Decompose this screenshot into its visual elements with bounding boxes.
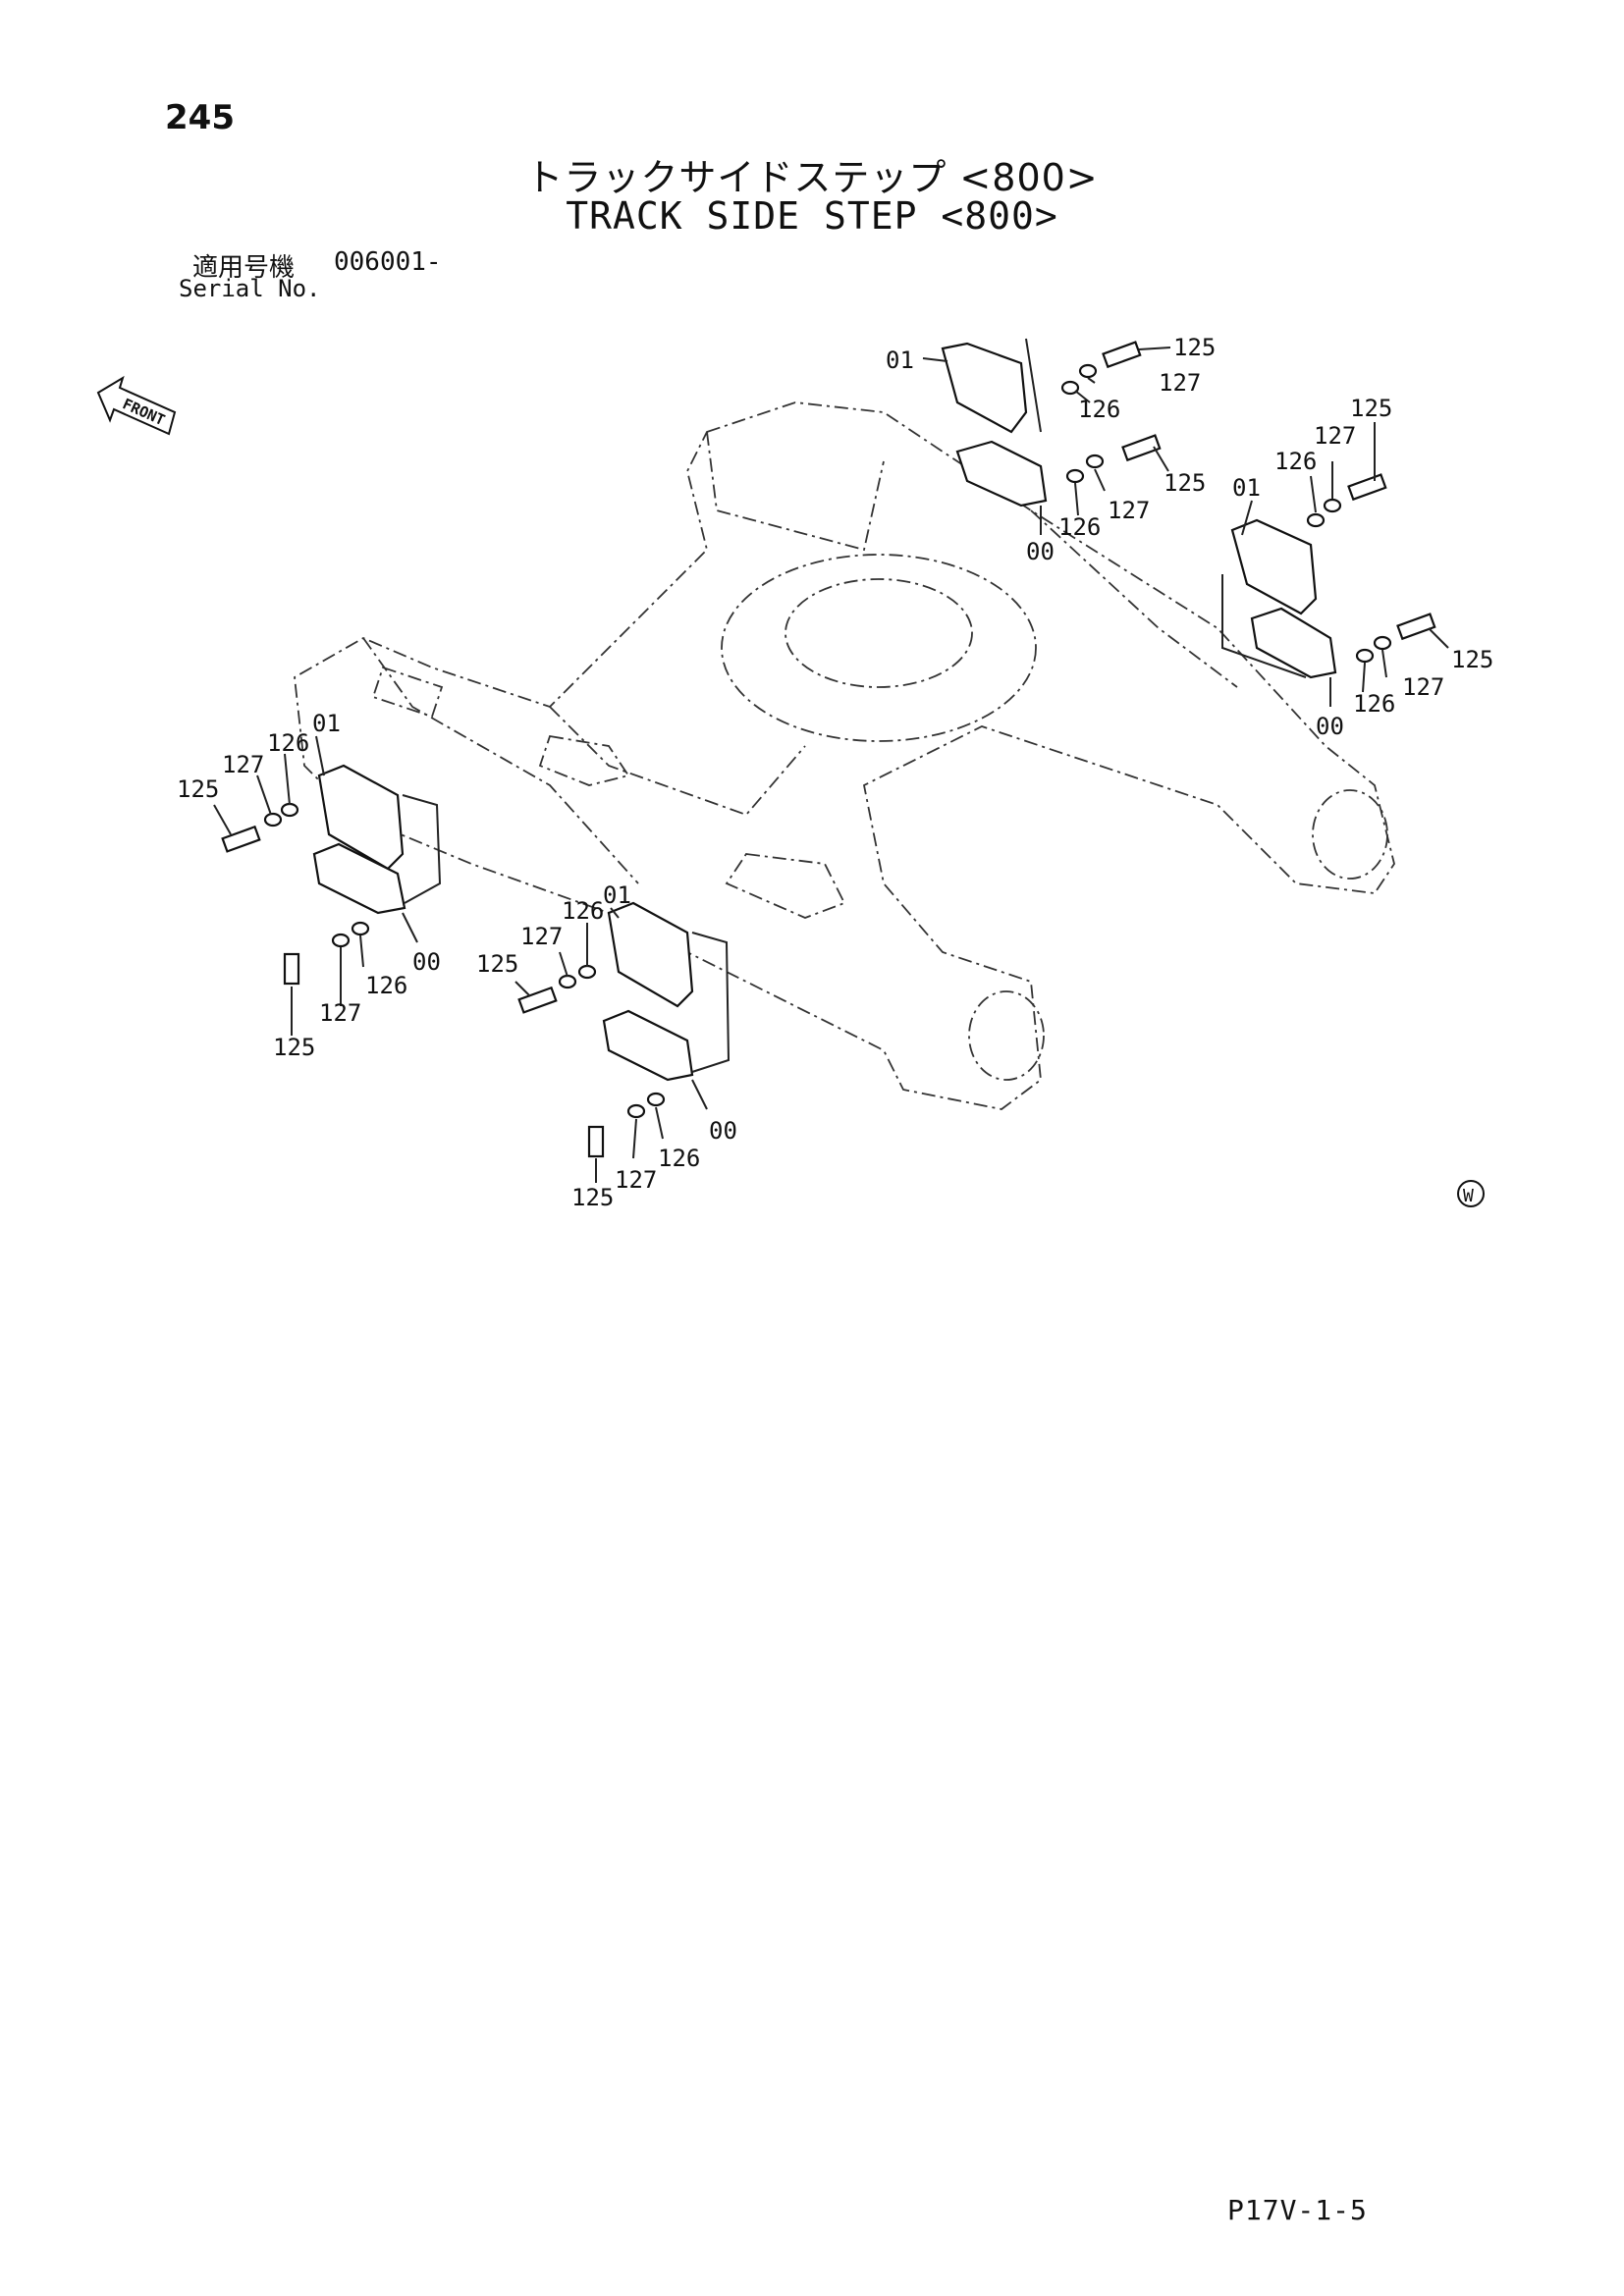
callout-part-127: 127 xyxy=(222,751,264,778)
callout-part-00: 00 xyxy=(1316,713,1344,740)
callout-part-127: 127 xyxy=(1108,497,1150,524)
callout-part-126: 126 xyxy=(1058,513,1101,541)
callout-part-126: 126 xyxy=(267,729,309,757)
callout-part-125: 125 xyxy=(1451,646,1493,673)
callout-part-125: 125 xyxy=(1173,334,1216,361)
callout-part-01: 01 xyxy=(312,710,341,737)
callout-part-01: 01 xyxy=(603,881,631,909)
callout-part-126: 126 xyxy=(1353,690,1395,718)
callout-part-127: 127 xyxy=(1402,673,1444,701)
callout-part-01: 01 xyxy=(886,347,914,374)
callout-part-00: 00 xyxy=(1026,538,1055,565)
callout-part-125: 125 xyxy=(177,775,219,803)
leader-lines xyxy=(213,347,1449,1183)
callout-part-126: 126 xyxy=(1274,448,1317,475)
callout-part-125: 125 xyxy=(476,950,518,978)
callout-part-125: 125 xyxy=(571,1184,614,1211)
title-japanese: トラックサイドステップ <800> xyxy=(525,156,1099,199)
callout-part-00: 00 xyxy=(412,948,441,976)
footer-page-code: P17V-1-5 xyxy=(1227,2194,1368,2226)
callout-part-127: 127 xyxy=(1314,422,1356,450)
page-number: 245 xyxy=(165,98,235,137)
callout-part-127: 127 xyxy=(1159,369,1201,397)
step-assembly-lower xyxy=(602,901,731,1082)
callout-part-125: 125 xyxy=(273,1034,315,1061)
step-assembly-upper-right xyxy=(941,338,1337,679)
title-english: TRACK SIDE STEP <800> xyxy=(566,194,1058,238)
callout-part-127: 127 xyxy=(319,999,361,1027)
serial-label-japanese: 適用号機 xyxy=(192,253,296,283)
front-arrow-icon: FRONT xyxy=(96,375,177,436)
callout-part-126: 126 xyxy=(562,897,604,925)
w-mark-icon: W xyxy=(1457,1180,1485,1207)
callout-part-126: 126 xyxy=(1078,396,1120,423)
serial-label-english: Serial No. xyxy=(179,275,321,302)
step-assembly-left xyxy=(312,764,442,915)
callout-part-01: 01 xyxy=(1232,474,1261,502)
callout-part-126: 126 xyxy=(658,1145,700,1172)
callout-labels: 01 125 127 126 125 127 126 00 125 127 12… xyxy=(177,334,1493,1211)
callout-part-125: 125 xyxy=(1350,395,1392,422)
callout-part-127: 127 xyxy=(520,923,563,950)
w-mark-label: W xyxy=(1463,1186,1474,1206)
callout-part-126: 126 xyxy=(365,972,407,999)
callout-part-00: 00 xyxy=(709,1117,737,1145)
callout-part-125: 125 xyxy=(1164,469,1206,497)
callout-part-127: 127 xyxy=(615,1166,657,1194)
bolts-and-washers xyxy=(221,341,1436,1158)
serial-value: 006001- xyxy=(334,247,442,277)
undercarriage-frame xyxy=(294,401,1395,1110)
